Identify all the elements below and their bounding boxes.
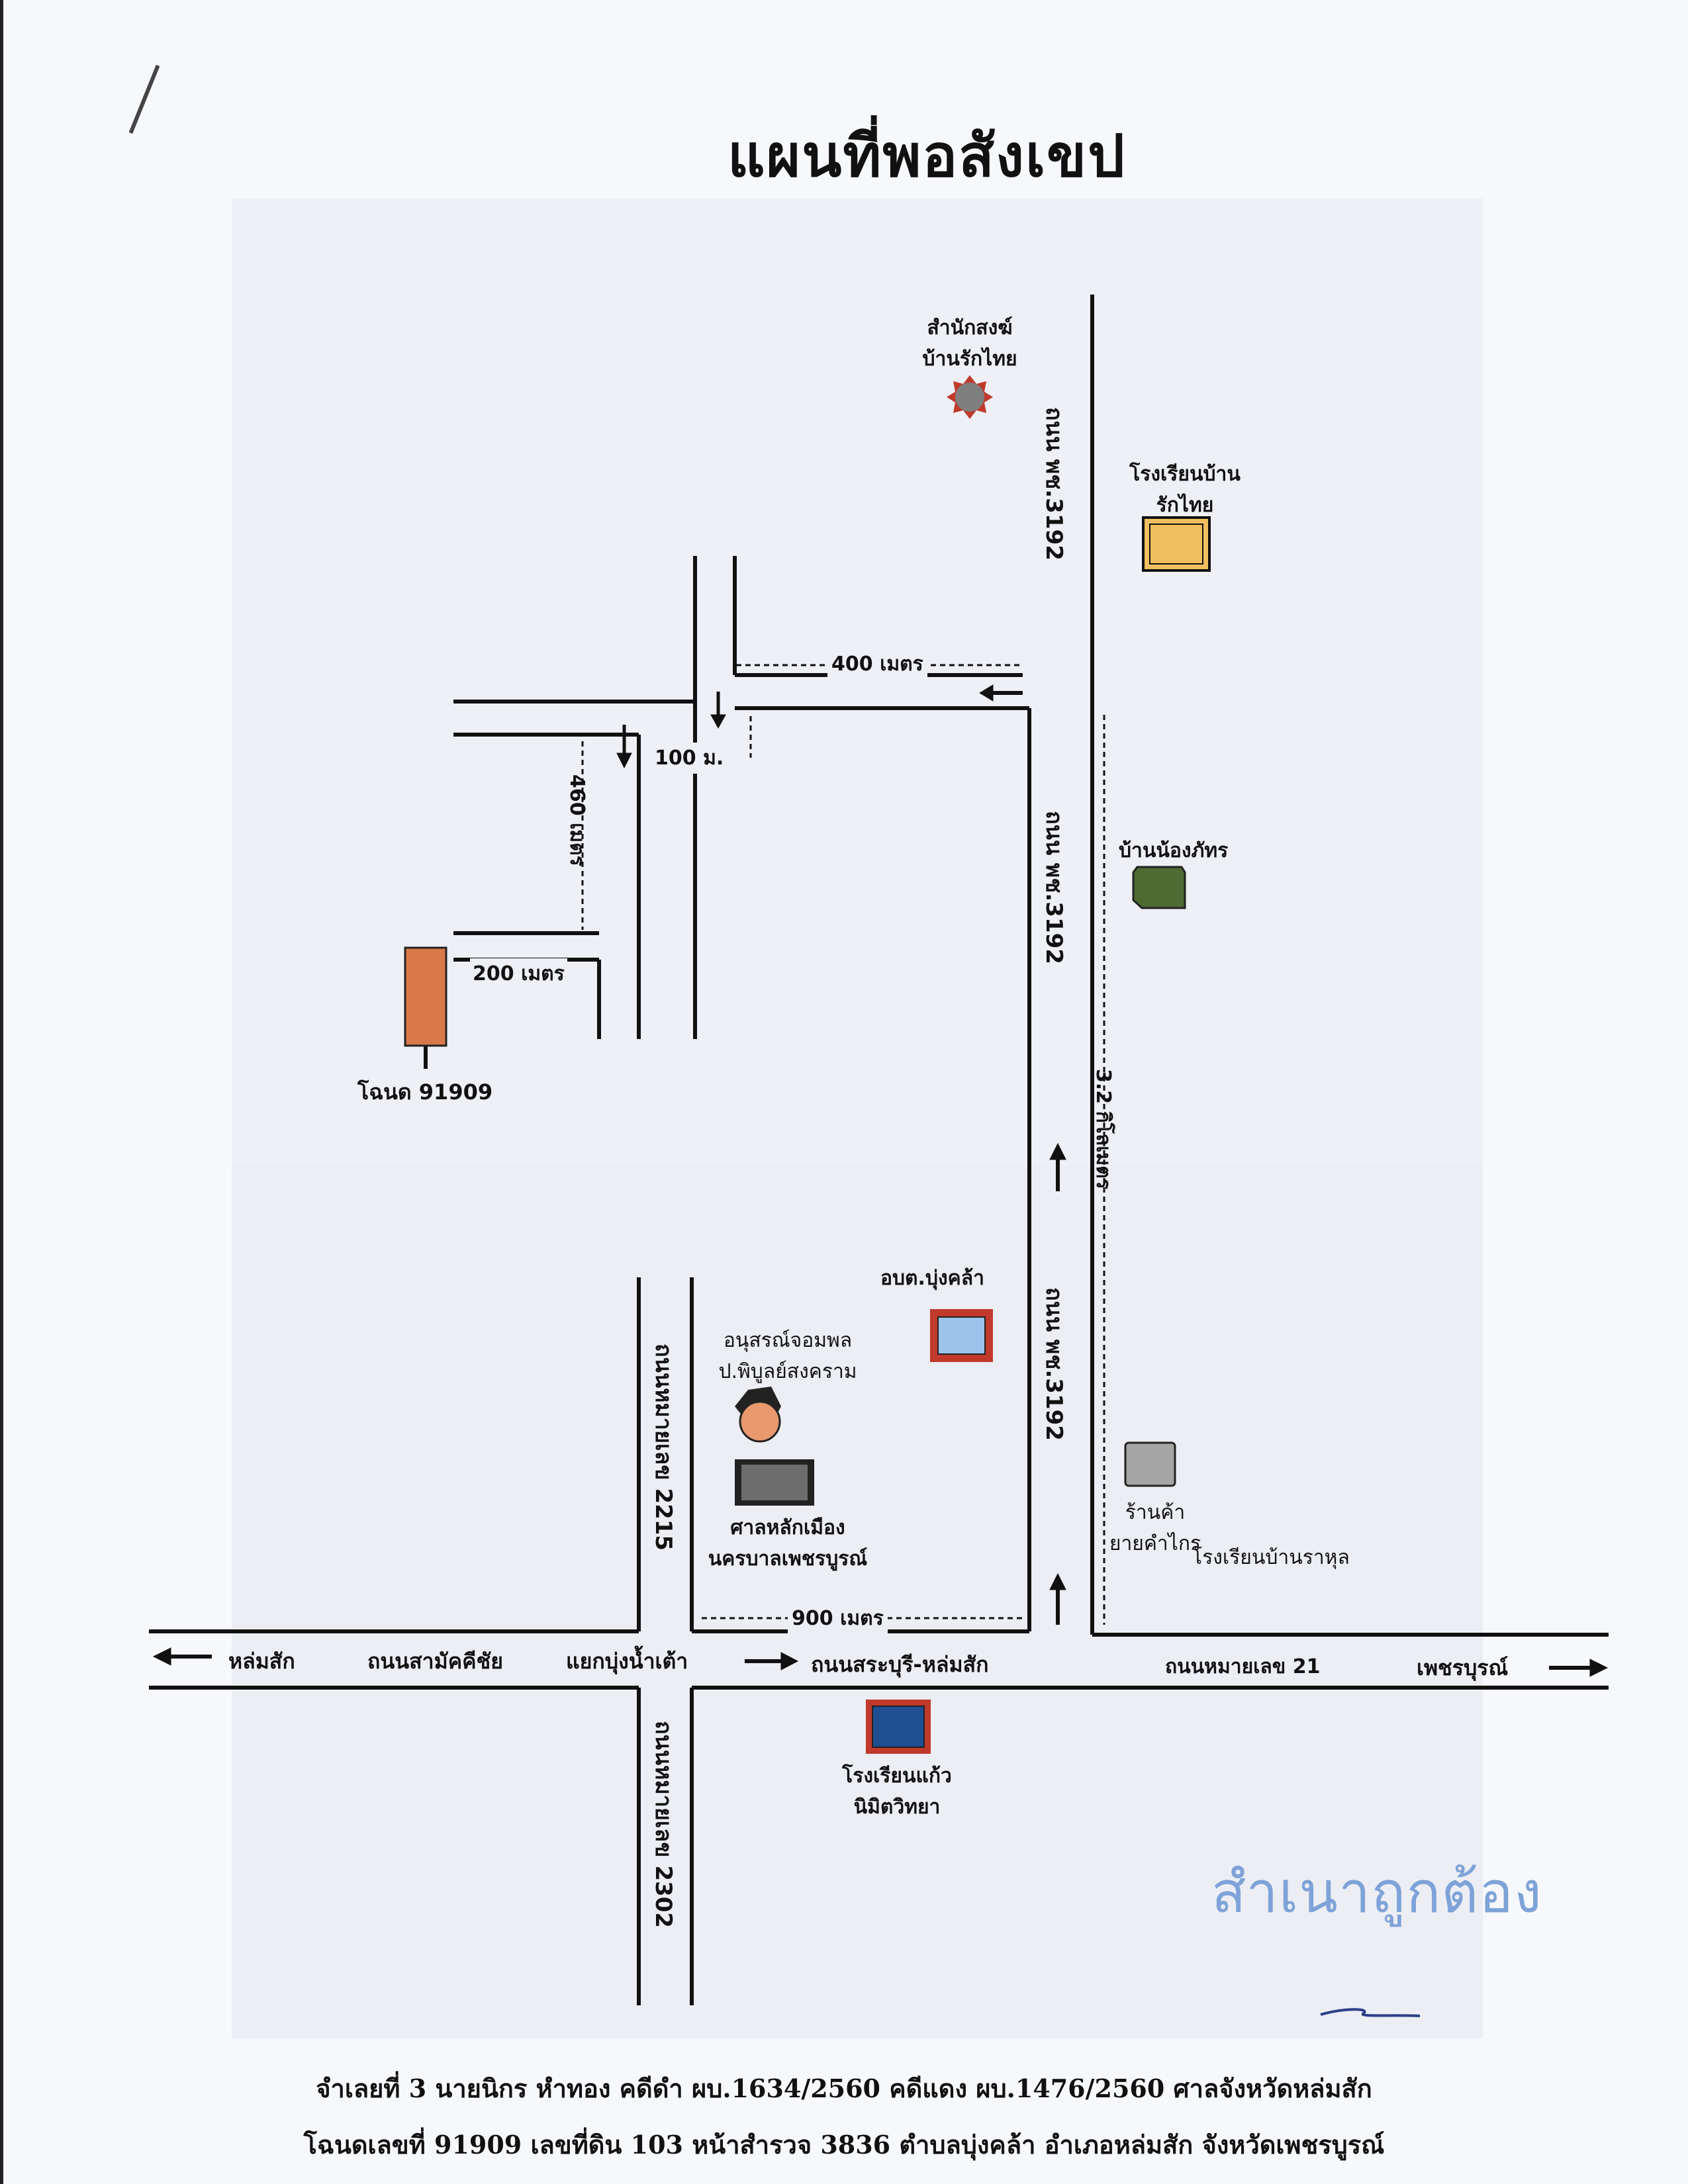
direction-lomsak: หล่มสัก (228, 1649, 295, 1674)
distance-3-2km: 3.2 กิโลเมตร (1092, 1069, 1115, 1189)
landmark-shrine (735, 1459, 814, 1506)
label-samnak: สำนักสงฆ์ บ้านรักไทย (900, 312, 1039, 375)
scan-background-lower (232, 1165, 1483, 2038)
shrine-icon (741, 1465, 808, 1500)
shop-icon (1124, 1441, 1176, 1487)
arrow-left-lomsak (152, 1647, 212, 1666)
label-samnak-line2: บ้านรักไทย (922, 347, 1017, 371)
distance-900: 900 เมตร (788, 1603, 888, 1634)
distance-200: 200 เมตร (470, 958, 567, 989)
direction-phetchabun: เพชรบุรณ์ (1417, 1655, 1509, 1680)
label-ban-nongphat: บ้านน้องภัทร (1119, 839, 1229, 862)
deed-plot-icon (404, 946, 447, 1047)
road-label-3192-bottom: ถนน พช.3192 (1041, 1287, 1067, 1441)
road-label-21: ถนนหมายเลข 21 (1165, 1655, 1321, 1678)
road-lines (149, 295, 1609, 2005)
label-school-kaew: โรงเรียนแก้ว นิมิตวิทยา (824, 1760, 970, 1823)
label-shop-line1: ร้านค้า (1125, 1501, 1186, 1524)
label-deed: โฉนด 91909 (357, 1079, 493, 1105)
landmark-school-kaew (866, 1700, 931, 1754)
label-shrine: ศาลหลักเมือง นครบาลเพชรบูรณ์ (702, 1512, 874, 1574)
certified-copy-stamp: สำเนาถูกต้อง (1211, 1860, 1542, 1926)
footer-line-2: โฉนดเลขที่ 91909 เลขที่ดิน 103 หน้าสำรวจ… (303, 2130, 1385, 2160)
arrow-up-mid (1049, 1142, 1066, 1191)
label-school-rakthai: โรงเรียนบ้าน รักไทย (1112, 459, 1258, 521)
arrow-right-junction (745, 1652, 799, 1670)
distance-460: 460 เมตร (565, 774, 588, 866)
label-shop: ร้านค้า ยายคำไกร (1102, 1497, 1208, 1559)
label-monument-line1: อนุสรณ์จอมพล (723, 1329, 853, 1352)
distance-100: 100 ม. (652, 743, 727, 774)
arrow-up-bottom (1049, 1572, 1066, 1625)
landmark-school-rakthai (1142, 516, 1211, 572)
map-title: แผนที่พอสังเขป (727, 121, 1127, 190)
label-monument: อนุสรณ์จอมพล ป.พิบูลย์สงคราม (712, 1325, 864, 1387)
label-school-rahul: โรงเรียนบ้านราหุล (1192, 1546, 1350, 1569)
label-obt: อบต.บุ่งคล้า (880, 1267, 984, 1290)
landmark-obt (930, 1309, 993, 1362)
road-label-3192-mid: ถนน พช.3192 (1041, 811, 1067, 964)
monument-icon (739, 1400, 781, 1443)
arrows (152, 684, 1609, 1677)
label-school-rakthai-line1: โรงเรียนบ้าน (1129, 463, 1241, 486)
road-label-saraburi-lomsak: ถนนสระบุรี-หล่มสัก (811, 1652, 989, 1677)
distance-400: 400 เมตร (827, 649, 927, 680)
footer-line-1: จำเลยที่ 3 นายนิกร หำทอง คดีดำ ผบ.1634/2… (316, 2073, 1372, 2103)
label-monument-line2: ป.พิบูลย์สงคราม (718, 1360, 857, 1383)
label-school-kaew-line1: โรงเรียนแก้ว (842, 1764, 952, 1788)
arrow-left-400 (979, 684, 1023, 702)
road-label-samakkhi: ถนนสามัคคีชัย (367, 1649, 503, 1674)
road-label-3192-top: ถนน พช.3192 (1041, 407, 1067, 561)
arrow-right-phetchabun (1549, 1659, 1609, 1677)
label-samnak-line1: สำนักสงฆ์ (927, 316, 1013, 340)
arrow-down-branch (710, 692, 726, 729)
school-rakthai-icon (1142, 516, 1211, 572)
ban-nongphat-icon (1132, 866, 1186, 909)
label-school-kaew-line2: นิมิตวิทยา (853, 1796, 941, 1819)
samnak-icon (955, 383, 984, 412)
label-school-rakthai-line2: รักไทย (1156, 494, 1214, 517)
label-shrine-line1: ศาลหลักเมือง (730, 1516, 845, 1539)
direction-junction: แยกบุ่งน้ำเต้า (566, 1649, 688, 1674)
label-shrine-line2: นครบาลเพชรบูรณ์ (708, 1547, 868, 1570)
road-label-2215: ถนนหมายเลข 2215 (650, 1343, 677, 1551)
road-label-2302: ถนนหมายเลข 2302 (650, 1721, 677, 1929)
scan-edge (0, 0, 3, 2184)
landmark-monument (735, 1387, 781, 1443)
arrow-down-soi (616, 725, 632, 769)
label-shop-line2: ยายคำไกร (1109, 1532, 1201, 1555)
signature (1320, 2008, 1421, 2017)
landmark-samnak (947, 375, 993, 419)
